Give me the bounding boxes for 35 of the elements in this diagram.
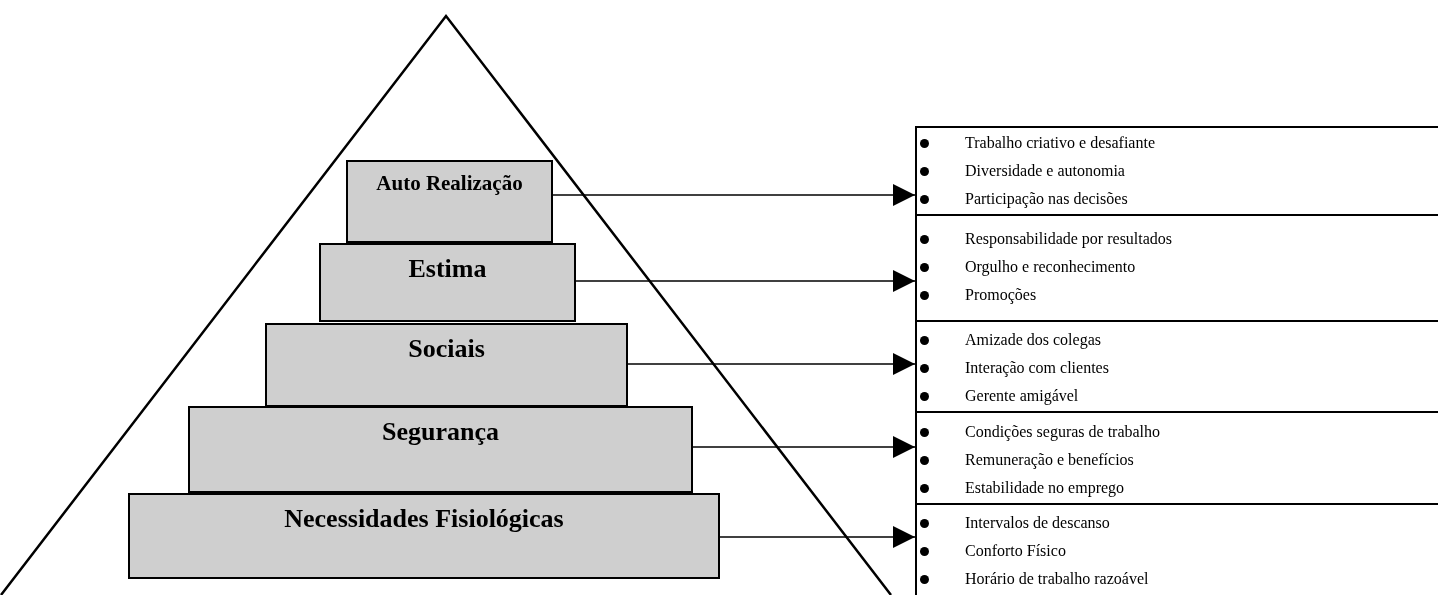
arrow xyxy=(575,270,916,292)
arrow xyxy=(627,353,916,375)
list-group xyxy=(915,411,1438,503)
list-group xyxy=(915,320,1438,411)
list-item-text: Remuneração e benefícios xyxy=(965,452,1134,468)
list-item-text: Participação nas decisões xyxy=(965,191,1128,207)
list-group xyxy=(915,126,1438,214)
level-label: Estima xyxy=(408,253,487,285)
level-box xyxy=(346,160,553,243)
list-item-text: Orgulho e reconhecimento xyxy=(965,259,1136,275)
level-box xyxy=(188,406,693,493)
list-group xyxy=(915,503,1438,595)
list-item-text: Amizade dos colegas xyxy=(965,332,1101,348)
list-item-text: Horário de trabalho razoável xyxy=(965,571,1149,587)
list-item-text: Diversidade e autonomia xyxy=(965,163,1125,179)
level-label: Auto Realização xyxy=(376,170,523,197)
list-item-text: Conforto Físico xyxy=(965,543,1066,559)
list-item-text: Trabalho criativo e desafiante xyxy=(965,135,1155,151)
level-box xyxy=(319,243,576,322)
level-label: Sociais xyxy=(408,333,485,365)
list-item-text: Gerente amigável xyxy=(965,388,1079,404)
list-item-text: Promoções xyxy=(965,287,1037,303)
level-box xyxy=(128,493,720,579)
list-item-text: Condições seguras de trabalho xyxy=(965,424,1161,440)
level-label: Segurança xyxy=(382,416,499,448)
list-item-text: Responsabilidade por resultados xyxy=(965,231,1173,247)
list-item-text: Intervalos de descanso xyxy=(965,515,1110,531)
list-item-text: Estabilidade no emprego xyxy=(965,480,1125,496)
list-group xyxy=(915,214,1438,320)
arrow xyxy=(552,184,916,206)
arrow xyxy=(692,436,916,458)
level-label: Necessidades Fisiológicas xyxy=(284,503,564,535)
list-item-text: Interação com clientes xyxy=(965,360,1109,376)
arrow xyxy=(719,526,916,548)
level-box xyxy=(265,323,628,407)
